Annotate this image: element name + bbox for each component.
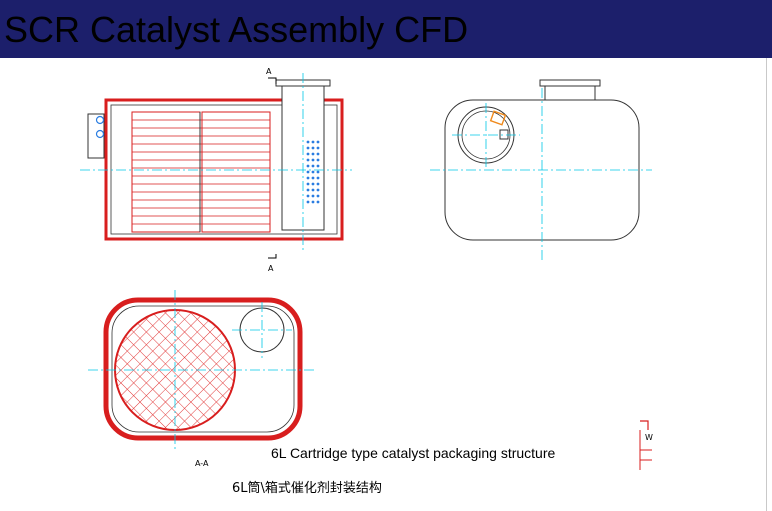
section-mark-lines [268,77,277,259]
caption-chinese: 6L筒\箱式催化剂封装结构 [232,481,382,496]
cad-drawing [80,73,652,470]
inlet-flange [87,113,105,159]
section-view-title: A-A [195,459,209,468]
section-outer-wall [103,297,303,441]
centerlines [80,73,352,253]
inlet-port-icon [95,115,105,125]
housing-inner-wall [110,104,338,235]
slide-edge [766,58,772,511]
caption-english: 6L Cartridge type catalyst packaging str… [271,445,556,461]
perforation-holes [306,140,320,204]
title-bar: SCR Catalyst Assembly CFD [0,0,772,58]
section-view-aa [88,290,316,450]
catalyst-brick-2 [201,111,271,233]
sensor-boss-icon [489,110,507,126]
section-mark-label-top: A [266,67,272,76]
catalyst-channel-lines [132,119,270,225]
section-mark-label-bottom: A [268,264,274,273]
end-view-centerlines [430,88,652,263]
section-inner-wall [111,305,295,433]
inlet-port-icon [95,129,105,139]
drawing-fragment-right [639,420,652,470]
fragment-label: W [645,433,653,442]
nozzle-icon [499,129,509,140]
outlet-flange-end [539,79,601,87]
side-view [80,73,352,259]
catalyst-brick-1 [131,111,201,233]
end-view [430,79,652,263]
slide-title: SCR Catalyst Assembly CFD [4,9,469,50]
section-centerlines [88,290,316,450]
housing-outer-wall [104,98,344,241]
